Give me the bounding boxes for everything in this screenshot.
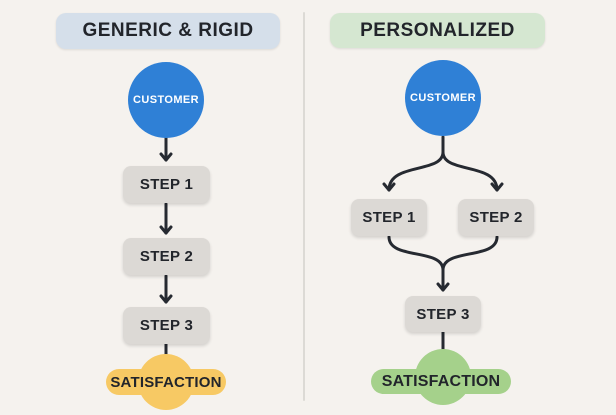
customer-node-left: CUSTOMER xyxy=(128,62,204,138)
connector-right-branch-step1 xyxy=(382,150,445,192)
step-node-right-2: STEP 2 xyxy=(458,199,534,236)
satisfaction-node-right: SATISFACTION xyxy=(371,369,511,394)
customer-node-right: CUSTOMER xyxy=(405,60,481,136)
generic-header-badge: GENERIC & RIGID xyxy=(56,13,280,49)
customer-label: CUSTOMER xyxy=(133,94,199,106)
step-node-right-1: STEP 1 xyxy=(351,199,427,236)
panel-divider xyxy=(303,12,305,401)
step-node-left-1: STEP 1 xyxy=(123,166,210,203)
satisfaction-node-left: SATISFACTION xyxy=(106,369,226,395)
connector-right-branch-step2 xyxy=(441,150,504,192)
personalized-header-badge: PERSONALIZED xyxy=(330,13,545,48)
step-node-left-3: STEP 3 xyxy=(123,307,210,344)
step-node-right-3: STEP 3 xyxy=(405,296,481,332)
connector-right-merge-step2 xyxy=(441,235,499,272)
customer-label: CUSTOMER xyxy=(410,92,476,104)
connector-right-merge-step1 xyxy=(387,235,445,272)
step-node-left-2: STEP 2 xyxy=(123,238,210,275)
